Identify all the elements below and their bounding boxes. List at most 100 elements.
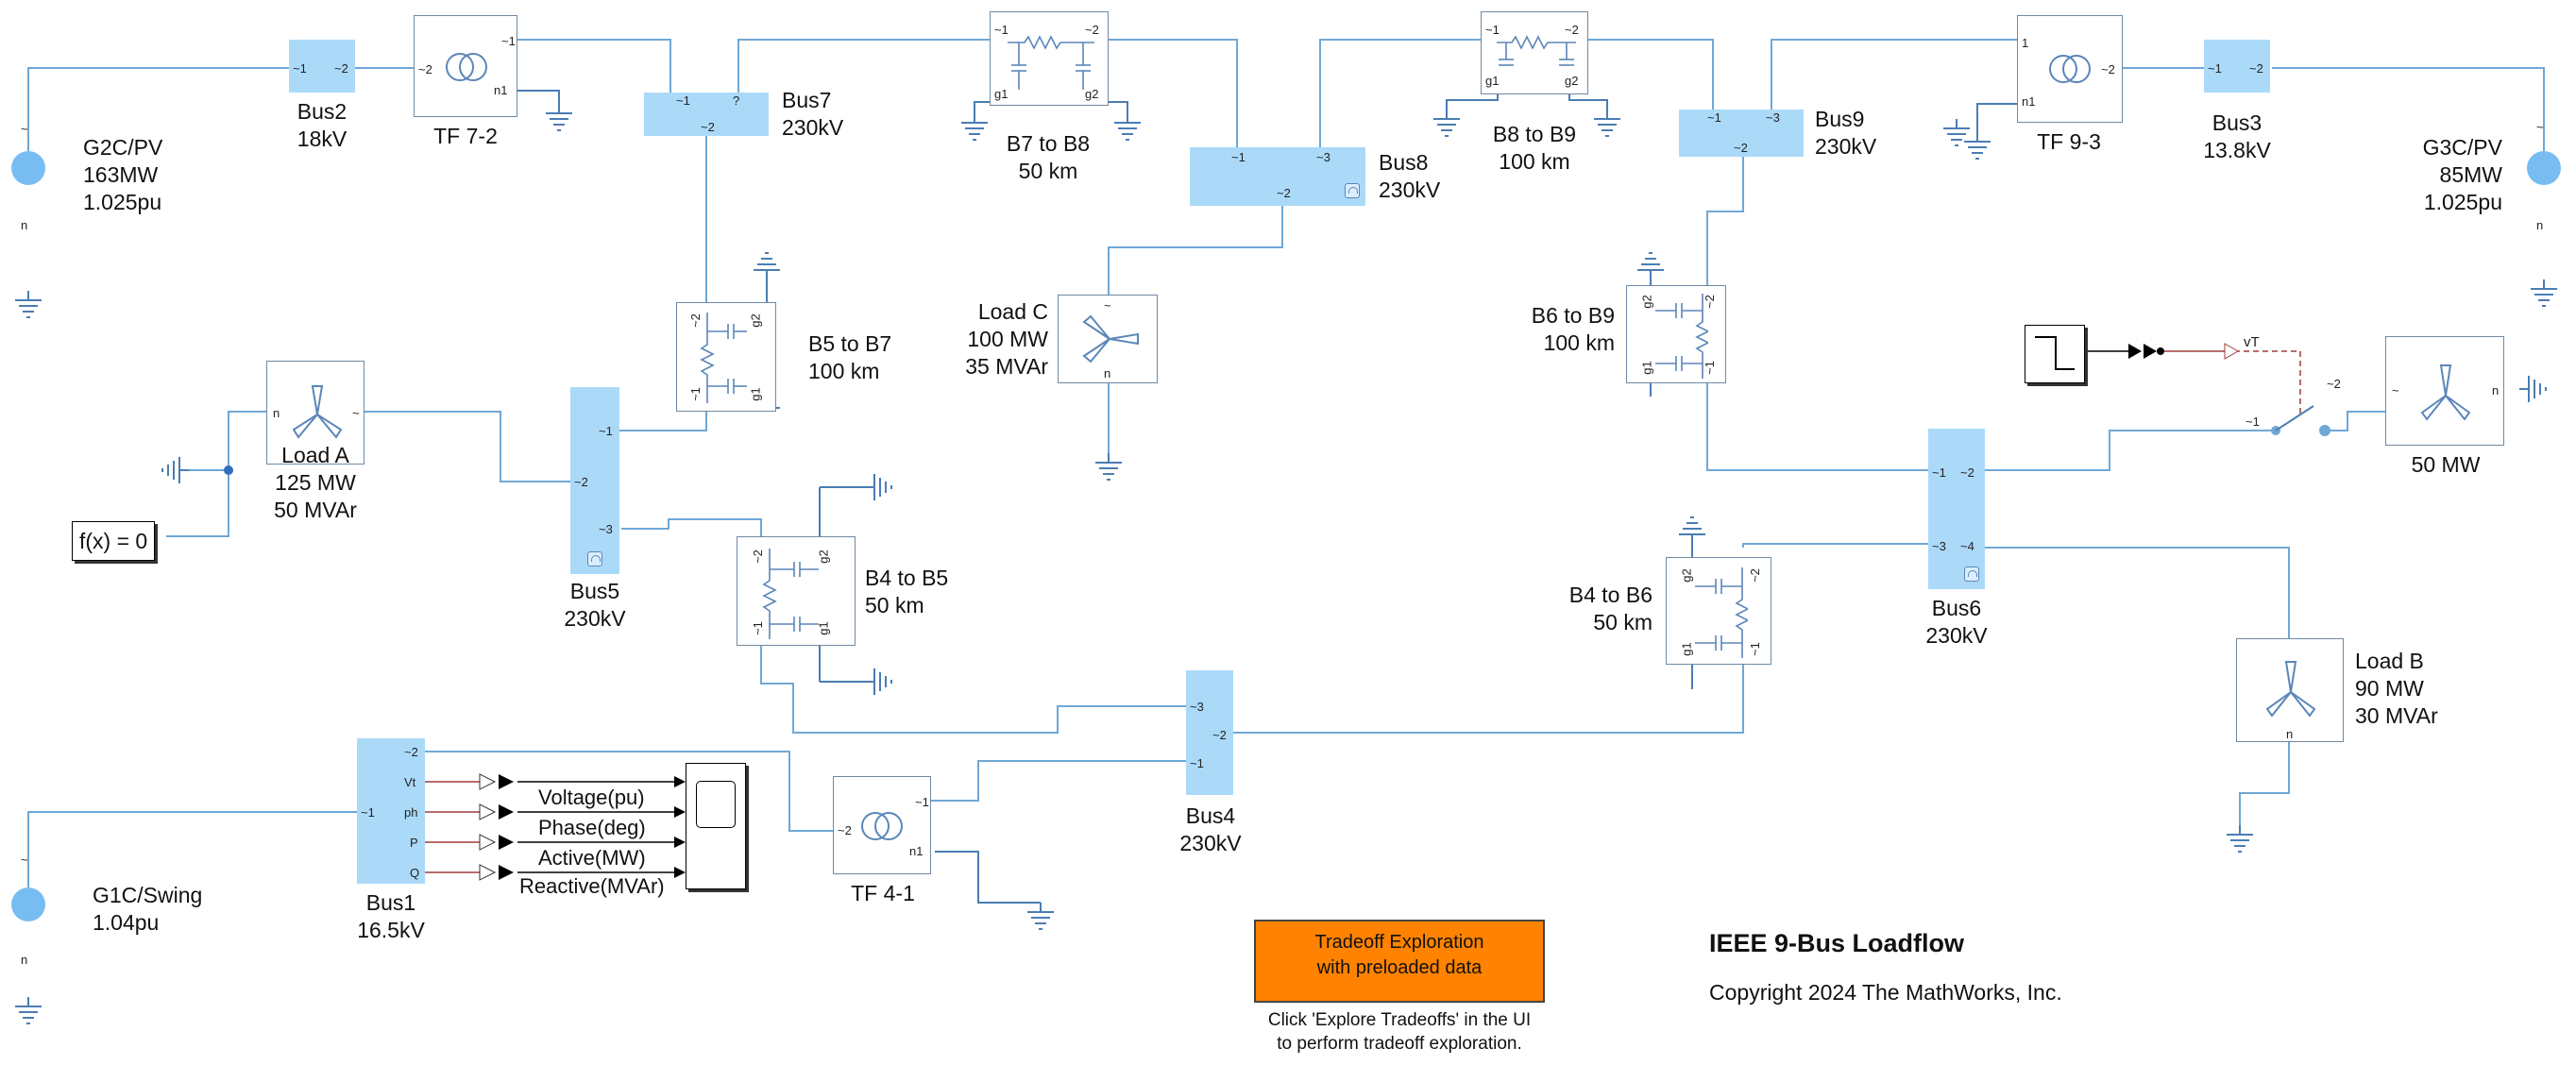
pi-section-icon [1655, 294, 1708, 379]
signal-converter-icons [479, 343, 2240, 881]
line-b5b7-block[interactable]: ~2 ~1 g2 g1 [676, 302, 776, 412]
bus5-block[interactable]: ~1 ~2 ~3 [570, 387, 619, 574]
pi-section-icon [1695, 567, 1748, 658]
bus2-block[interactable]: ~1 ~2 [289, 40, 355, 93]
copyright-text: Copyright 2024 The MathWorks, Inc. [1709, 980, 2062, 1005]
switch-port-2: ~2 [2327, 377, 2341, 391]
g2-label: G2C/PV 163MW 1.025pu [83, 134, 162, 216]
bus6-port-1: ~1 [1932, 465, 1946, 480]
vt-signal-label: vT [2244, 334, 2260, 350]
switched-load-block[interactable]: ~ n [2385, 336, 2504, 446]
bus8-monitor-icon [1345, 183, 1360, 198]
bus3-block[interactable]: ~1 ~2 [2204, 40, 2270, 93]
tradeoff-note: Click 'Explore Tradeoffs' in the UI to p… [1267, 1010, 1532, 1054]
bus8-port-2: ~2 [1277, 186, 1291, 200]
line-b7b8-block[interactable]: ~1 ~2 g1 g2 [990, 11, 1109, 106]
b7b8-port-1: ~1 [994, 23, 1008, 37]
b4b5-port-g2: g2 [816, 549, 831, 564]
g1-voltage: 1.04pu [93, 910, 160, 935]
load-a-block[interactable]: n ~ [266, 361, 364, 465]
signal-label-reactive: Reactive(MVAr) [519, 874, 665, 898]
bus7-block[interactable]: ~1 ? ~2 [644, 93, 769, 136]
g2-name: G2C/PV [83, 135, 163, 160]
tf93-block[interactable]: 1 ~2 n1 [2017, 15, 2123, 123]
b6b9-port-g1: g1 [1639, 361, 1654, 375]
g2-power: 163MW [83, 162, 159, 187]
line-b8b9-block[interactable]: ~1 ~2 g1 g2 [1481, 11, 1588, 94]
bus5-port-1: ~1 [599, 424, 613, 438]
signal-label-voltage: Voltage(pu) [538, 786, 645, 809]
tf41-port-n1: n1 [909, 844, 924, 858]
bus1-block[interactable]: ~2 ~1 Vt ph P Q [357, 738, 425, 884]
pi-section-icon [1497, 35, 1576, 66]
g3-source-icon[interactable] [2527, 151, 2561, 185]
g1-name: G1C/Swing [93, 883, 203, 907]
b8b9-port-2: ~2 [1565, 23, 1579, 37]
b5b7-port-g1: g1 [748, 387, 763, 401]
wye-load-icon [2420, 364, 2471, 421]
bus6-port-3: ~3 [1932, 539, 1946, 553]
b4b6-port-2: ~2 [1747, 568, 1762, 583]
transformer-icon [446, 53, 487, 81]
tf41-port-2: ~2 [838, 823, 852, 837]
g2-voltage: 1.025pu [83, 190, 162, 214]
tf93-port-n1: n1 [2022, 94, 2036, 109]
b8b9-port-g1: g1 [1485, 74, 1500, 88]
bus4-block[interactable]: ~3 ~2 ~1 [1186, 670, 1233, 795]
scope-block[interactable] [686, 763, 746, 889]
bus1-port-2: ~2 [404, 745, 418, 759]
bus6-port-2: ~2 [1960, 465, 1974, 480]
bus9-block[interactable]: ~1 ~3 ~2 [1679, 110, 1804, 157]
signal-label-phase: Phase(deg) [538, 816, 646, 839]
wye-load-icon [292, 385, 343, 439]
line-b6b9-block[interactable]: g2 ~2 g1 ~1 [1626, 285, 1726, 383]
g2-port-n: n [21, 218, 28, 232]
load-a-port-n: n [273, 406, 280, 420]
bus9-port-2: ~2 [1734, 141, 1748, 155]
g2-source-icon[interactable] [11, 151, 45, 185]
g1-label: G1C/Swing 1.04pu [93, 882, 202, 937]
g2-port-tilde: ~ [21, 122, 28, 136]
tf41-label: TF 4-1 [851, 881, 915, 905]
model-title: IEEE 9-Bus Loadflow [1709, 929, 1965, 957]
line-b4b6-block[interactable]: g2 ~2 g1 ~1 [1666, 557, 1771, 665]
switched-load-port-n: n [2492, 383, 2500, 397]
tf72-block[interactable]: ~1 ~2 n1 [414, 15, 517, 117]
g1-source-icon[interactable] [11, 888, 45, 921]
tradeoff-exploration-button[interactable]: Tradeoff Exploration with preloaded data [1254, 920, 1545, 1003]
bus7-port-1: ~1 [676, 93, 690, 108]
bus6-port-4: ~4 [1960, 539, 1974, 553]
tf41-block[interactable]: ~1 ~2 n1 [833, 776, 931, 874]
tf72-port-2: ~2 [418, 62, 432, 76]
bus8-port-1: ~1 [1231, 150, 1246, 164]
switch-port-1: ~1 [2246, 414, 2260, 429]
load-b-block[interactable]: n [2236, 638, 2344, 742]
bus1-port-q: Q [410, 866, 420, 880]
tf72-port-n1: n1 [494, 83, 508, 97]
bus8-block[interactable]: ~1 ~3 ~2 [1190, 147, 1365, 206]
line-b4b5-block[interactable]: ~2 g2 ~1 g1 [737, 536, 856, 646]
g3-port-tilde: ~ [2536, 120, 2544, 134]
solver-configuration-block[interactable]: f(x) = 0 [72, 521, 156, 561]
wye-load-icon [2265, 661, 2316, 718]
step-block[interactable] [2025, 325, 2085, 383]
load-c-block[interactable]: ~ n [1058, 295, 1158, 383]
bus7-port-q: ? [733, 93, 740, 108]
switched-load-label: 50 MW [2411, 452, 2481, 477]
b4b6-port-g1: g1 [1679, 642, 1694, 656]
b7b8-port-g2: g2 [1085, 87, 1099, 101]
tf41-port-1: ~1 [915, 795, 929, 809]
bus6-block[interactable]: ~1 ~2 ~3 ~4 [1928, 429, 1985, 589]
bus6-monitor-icon [1964, 566, 1979, 582]
transformer-icon [2049, 55, 2091, 83]
bus8-port-3: ~3 [1316, 150, 1330, 164]
